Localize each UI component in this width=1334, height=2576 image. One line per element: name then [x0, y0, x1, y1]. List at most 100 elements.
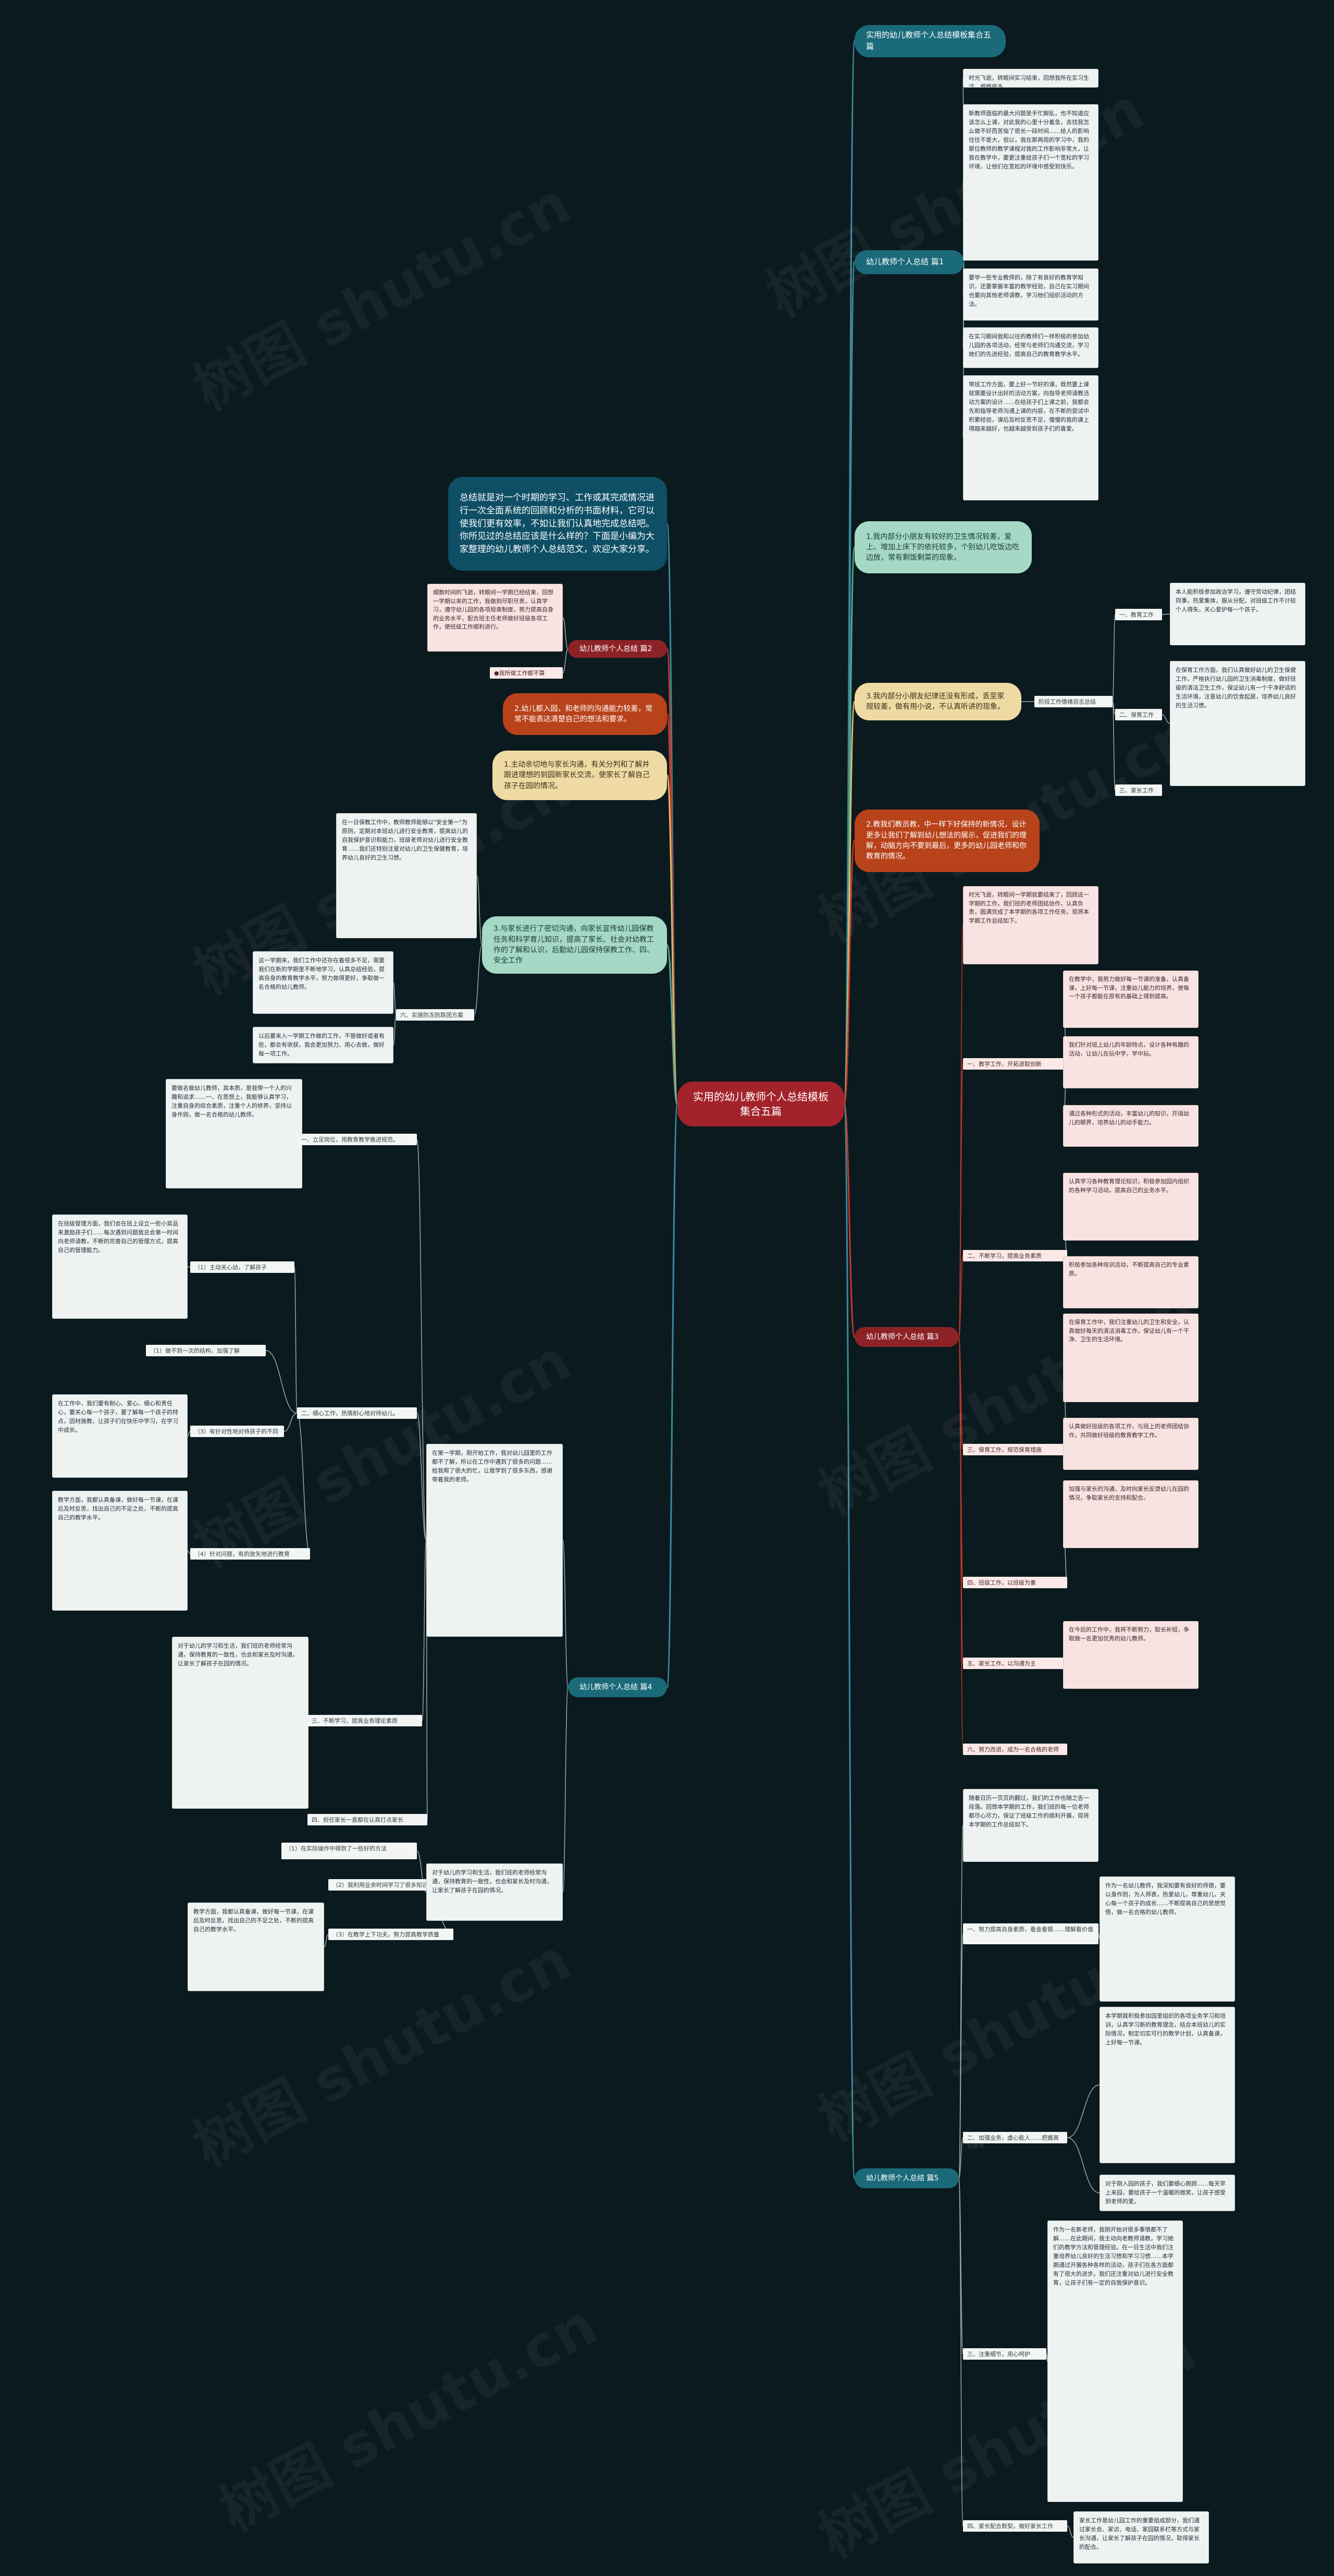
- connector: [1162, 714, 1170, 724]
- connector: [297, 1413, 311, 1554]
- b3-sub-3[interactable]: 3.与家长进行了密切沟通，向家长宣传幼儿园保教任务和科学育儿知识，提高了家长、社…: [482, 916, 667, 974]
- b2-intro[interactable]: 总结就是对一个时期的学习、工作或其完成情况进行一次全面系统的回顾和分析的书面材料…: [448, 477, 667, 571]
- connector: [666, 1103, 678, 1688]
- connector: [265, 1350, 298, 1414]
- b4-item-1[interactable]: （1）主动关心幼，了解孩子: [190, 1261, 294, 1273]
- b3-sub-1[interactable]: 2.幼儿都入园，和老师的沟通能力较差，常常不能表达清楚自己的想法和要求。: [503, 693, 667, 735]
- b4-section-2[interactable]: 二、细心工作，热情耐心地对待幼儿。: [297, 1407, 417, 1419]
- b3-card-1: 在一日保教工作中，教师教师能够以"安全第一"为原则，定期对本班幼儿进行安全教育，…: [336, 813, 477, 938]
- b7-section-3[interactable]: 三、保育工作，规范保育措施: [963, 1444, 1067, 1455]
- b4-section-4[interactable]: 四、担任家长一直都在认真打点家长: [307, 1814, 427, 1825]
- b7-card-6: 在保育工作中，我们注重幼儿的卫生和安全，认真做好每天的清洁消毒工作，保证幼儿有一…: [1063, 1314, 1199, 1402]
- connector: [958, 925, 964, 1338]
- b5-section-4[interactable]: 四、家长配合默契，做好家长工作: [963, 2520, 1067, 2532]
- b1-card-3: 要学一些专业教师的，除了有良好的教育学知识，还要掌握丰富的教学经验，自己在实习期…: [963, 268, 1098, 321]
- b7-section-4[interactable]: 四、班级工作，以班级为重: [963, 1577, 1067, 1588]
- connector: [1046, 2353, 1048, 2362]
- branch-article-3[interactable]: 幼儿教师个人总结 篇3: [855, 1327, 959, 1347]
- b7-section-2[interactable]: 二、不断学习，提高业务素质: [963, 1250, 1067, 1261]
- b4-small-1[interactable]: （1）在实际操作中得到了一些好的方法: [281, 1843, 417, 1859]
- top-title-node[interactable]: 实用的幼儿教师个人总结模板集合五篇: [855, 25, 1006, 57]
- b6-sub-3[interactable]: 2.教我们教员教，中一样下好保持的新情况，设计更多让我们了解到幼儿想法的展示，促…: [855, 809, 1040, 872]
- connector: [476, 875, 483, 946]
- b5-card-5: 家长工作是幼儿园工作的重要组成部分，我们通过家长会、家访、电话、家园联系栏等方式…: [1073, 2511, 1209, 2563]
- connector: [958, 1255, 964, 1338]
- connector: [958, 1933, 964, 2179]
- b4-item-3[interactable]: （3）有针对性地对待孩子的不同: [190, 1426, 284, 1437]
- b4-section-3[interactable]: 三、不断学习，提高业务理论素质: [307, 1715, 422, 1726]
- b4-section-1[interactable]: 一、立足岗位，用教育教学推进规范。: [297, 1134, 417, 1145]
- b7-section-6[interactable]: 六、努力改进，成为一名合格的老师: [963, 1744, 1067, 1755]
- connector: [843, 840, 856, 1105]
- b7-card-5: 积极参加各种培训活动，不断提高自己的专业素质。: [1063, 1256, 1199, 1308]
- b4-card-e: 对于幼儿的学习和生活，我们班的老师经常沟通，保持教育的一致性，也会和家长及时沟通…: [172, 1637, 308, 1809]
- branch-article-5[interactable]: 幼儿教师个人总结 篇5: [855, 2168, 959, 2188]
- b6-sub-2[interactable]: 3.我内部分小朋友纪律还没有形成，丢至家规较差，做有用小说，不认真听讲的现象。: [855, 683, 1021, 720]
- b4-item-4[interactable]: （4）针对问题，有的放矢地进行教育: [190, 1548, 310, 1560]
- central-topic[interactable]: 实用的幼儿教师个人总结模板集合五篇: [677, 1082, 844, 1126]
- connector: [958, 1336, 964, 1750]
- b6-card-1: 本人能积极参加政治学习，遵守劳动纪律，团结同事，热爱集体，服从分配，对班级工作不…: [1170, 583, 1305, 645]
- b6-card-2: 在保育工作方面，我们认真做好幼儿的卫生保健工作，严格执行幼儿园的卫生消毒制度，做…: [1170, 661, 1305, 786]
- b1-card-2: 新教师面临的最大问题是手忙脚乱，也不知道应该怎么上课，对此我的心里十分着急，去找…: [963, 104, 1098, 261]
- connector: [422, 1540, 427, 1721]
- b7-main: 时光飞逝，转眼间一学期就要结束了，回顾这一学期的工作，我们班的老师团结协作，认真…: [963, 886, 1098, 964]
- connector: [283, 1413, 298, 1432]
- branch-article-4[interactable]: 幼儿教师个人总结 篇4: [568, 1677, 667, 1697]
- b3-card-3: 以后要来入一学期工作做的工作，不管做好或者有些，都会有收获，我会更加努力、用心去…: [253, 1027, 393, 1063]
- b7-section-5[interactable]: 五、家长工作，以沟通为主: [963, 1658, 1067, 1669]
- b3-tag: 六、实施防冻防跌团方案: [396, 1009, 474, 1021]
- b6-item-2[interactable]: 二、保育工作: [1115, 709, 1162, 720]
- connector: [187, 1431, 191, 1437]
- b2-text-card: 细数时间的飞逝，转眼间一学期已经结束，回想一学期以来的工作，我做到尽职尽责，认真…: [427, 584, 563, 652]
- b7-card-3: 通过各种形式的活动，丰富幼儿的知识，开阔幼儿的眼界，培养幼儿的动手能力。: [1063, 1105, 1199, 1147]
- b7-section-1[interactable]: 一、教学工作，开拓进取创新: [963, 1058, 1067, 1070]
- connector: [1162, 614, 1170, 615]
- b5-section-2[interactable]: 二、加强业务，虚心能人……把握高效教学: [963, 2132, 1067, 2150]
- b4-card-g: 对于幼儿的学习和生活，我们班的老师经常沟通，保持教育的一致性，也会和家长及时沟通…: [426, 1863, 563, 1921]
- b5-section-3[interactable]: 三、注重细节，用心呵护: [963, 2348, 1046, 2360]
- connector: [474, 944, 483, 1015]
- b4-item-2[interactable]: （1）做不到一次的结构，加强了解: [146, 1345, 266, 1356]
- connector: [562, 648, 569, 673]
- b4-card-a: 要做名做幼儿教师，其本质，是我带一个人的兴趣和追求……一、在思想上，我能够认真学…: [166, 1079, 302, 1188]
- b5-card-2: 本学期我积极参加园里组织的各项业务学习和培训，认真学习新的教育理念，结合本班幼儿…: [1100, 2007, 1235, 2163]
- connector: [1067, 2084, 1100, 2138]
- connector: [393, 982, 397, 1015]
- connector: [393, 1014, 397, 1046]
- b1-card-5: 带班工作方面，要上好一节好的课，既然要上课就需要设计出好的活动方案，向指导老师请…: [963, 375, 1098, 500]
- connector: [958, 1063, 964, 1338]
- b1-card-1: 时光飞逝，转眼间实习结束，回想我所在实习生活，感慨很多。: [963, 69, 1098, 88]
- b5-card-1: 作为一名幼儿教师，我深知要有良好的师德，要以身作则，为人师表，热爱幼儿，尊重幼儿…: [1100, 1876, 1235, 2002]
- b4-card-b: 在班级管理方面，我们会在班上设立一些小奖品来激励孩子们……每次遇到问题我总会第一…: [52, 1215, 188, 1319]
- connector: [562, 1540, 569, 1688]
- b5-main: 随着日历一页页的翻过，我们的工作也随之告一段落。回想本学期的工作，我们班的每一位…: [963, 1789, 1098, 1862]
- connector: [416, 1850, 427, 1893]
- b5-section-1[interactable]: 一、努力提高自身素质，看金看银……理解看价值: [963, 1923, 1098, 1944]
- b6-item-1[interactable]: 一、教育工作: [1115, 609, 1162, 620]
- b4-card-d: 教学方面，我都认真备课，做好每一节课，在课后及时反思，找出自己的不足之处，不断的…: [52, 1491, 188, 1611]
- b2-tag: ●我所做工作都不算: [490, 667, 563, 679]
- b5-card-3: 对于刚入园的孩子，我们要细心照顾……每天早上来园，要给孩子一个温暖的微笑，让孩子…: [1100, 2175, 1235, 2211]
- b7-card-1: 在教学中，我努力做好每一节课的准备，认真备课，上好每一节课，注重幼儿能力的培养，…: [1063, 971, 1199, 1028]
- b5-card-4: 作为一名新老师，我刚开始对很多事情都不了解……在此期间，我主动向老教师请教，学习…: [1047, 2221, 1183, 2502]
- connector: [1112, 614, 1116, 702]
- connector: [843, 1103, 856, 2179]
- branch-article-1[interactable]: 幼儿教师个人总结 篇1: [855, 250, 964, 274]
- connector: [1112, 701, 1116, 791]
- b4-card-main: 在第一学期，刚开始工作，我对幼儿园里的工作都不了解，所以在工作中遇到了很多的问题…: [426, 1444, 563, 1637]
- branch-article-2[interactable]: 幼儿教师个人总结 篇2: [568, 640, 667, 658]
- connector: [562, 1687, 569, 1893]
- b4-small-2[interactable]: （2）我利用业余时间学习了很多知识: [328, 1879, 433, 1891]
- b4-card-f: 教学方面，我都认真备课，做好每一节课，在课后及时反思，找出自己的不足之处，不断的…: [188, 1903, 324, 1991]
- b6-sub-1[interactable]: 1.我内部分小朋友有较好的卫生情况较差，爱上、增加上床下的依托较多，个别幼儿吃饭…: [855, 521, 1032, 573]
- connector: [416, 1139, 427, 1541]
- b4-small-3[interactable]: （3）在教学上下功夫，努力提高教学质量: [328, 1929, 453, 1940]
- b7-card-2: 我们针对班上幼儿的年龄特点，设计各种有趣的活动，让幼儿在玩中学，学中玩。: [1063, 1036, 1199, 1088]
- b6-mid[interactable]: 阶段工作情绪自志总结: [1034, 696, 1113, 707]
- b7-card-9: 在今后的工作中，我将不断努力，取长补短，争取做一名更加优秀的幼儿教师。: [1063, 1621, 1199, 1689]
- connector: [1067, 2137, 1100, 2193]
- b6-item-3[interactable]: 三、家长工作: [1115, 784, 1162, 796]
- connector: [324, 1934, 329, 1947]
- b3-sub-2[interactable]: 1.主动亲切地与家长沟通，有关分判和了解并跟进理想的到园新家长交流，使家长了解自…: [492, 751, 667, 800]
